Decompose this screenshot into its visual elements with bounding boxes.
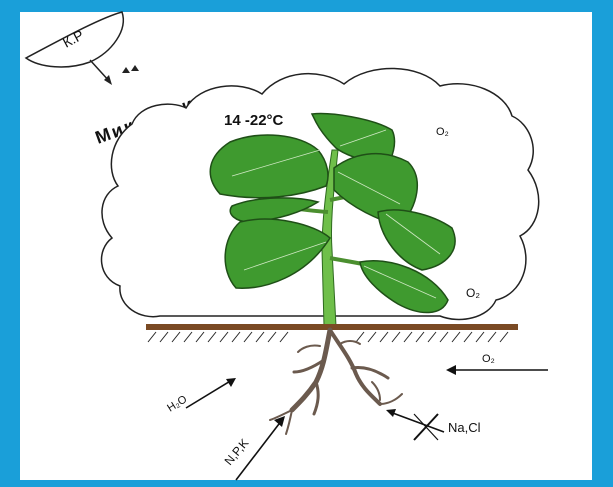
plant-roots — [270, 330, 402, 434]
h2o-label: H₂O — [165, 393, 189, 414]
npk-label: N,P,K — [222, 436, 252, 468]
nacl-blocked-arrow — [386, 409, 444, 440]
microclimate-cloud — [102, 68, 539, 319]
oxygen-mid-label: O₂ — [466, 286, 480, 300]
radiation-arrow — [90, 60, 139, 85]
nacl-label: Na,Cl — [448, 420, 481, 435]
oxygen-top-label: O₂ — [436, 126, 449, 138]
sun-shape: К.Р — [26, 12, 123, 67]
leaf-upper-left — [210, 135, 328, 198]
o2-soil-arrow — [446, 365, 548, 375]
h2o-arrow — [186, 378, 236, 408]
oxygen-soil-label: O₂ — [482, 353, 495, 365]
temperature-label: 14 -22°C — [224, 112, 284, 129]
